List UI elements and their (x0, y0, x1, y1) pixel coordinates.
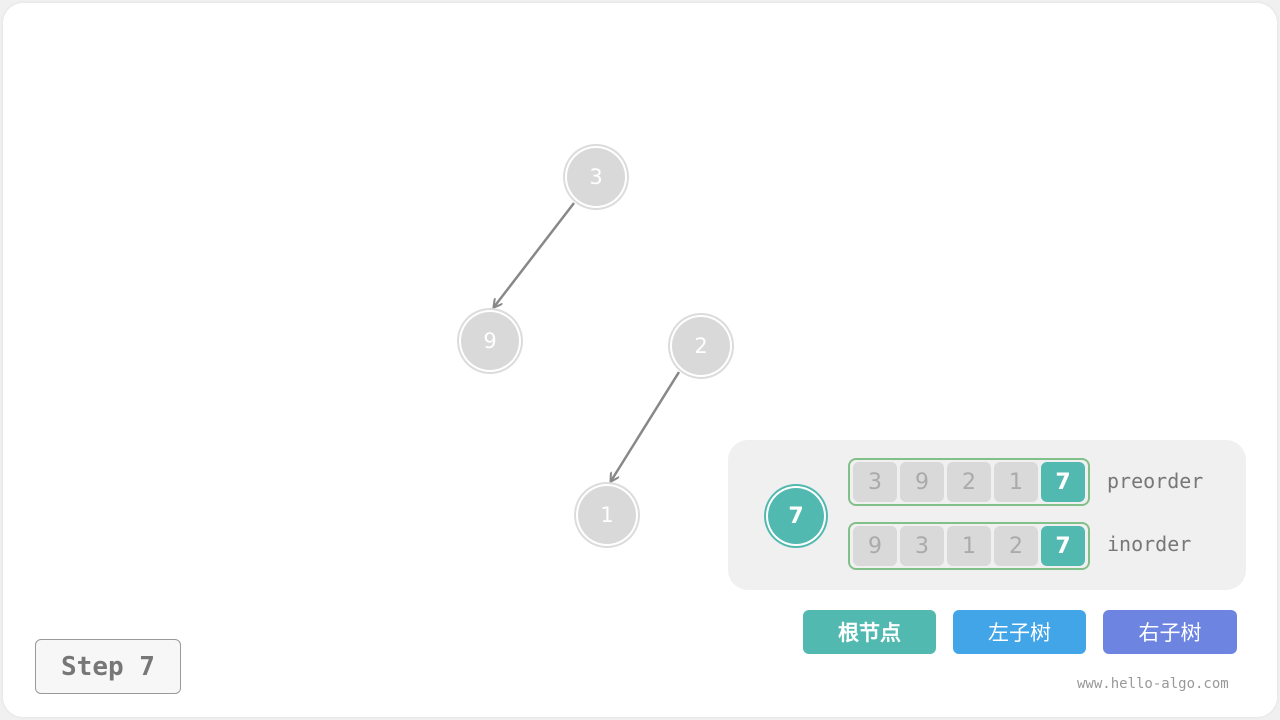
node-value: 1 (600, 503, 614, 527)
current-root-node: 7 (768, 488, 824, 544)
node-value: 3 (589, 165, 603, 189)
tree-node-1: 1 (578, 486, 636, 544)
legend-left-subtree: 左子树 (953, 610, 1086, 654)
preorder-cell: 2 (947, 462, 991, 502)
inorder-cell: 2 (994, 526, 1038, 566)
preorder-cell: 3 (853, 462, 897, 502)
node-value: 9 (483, 329, 497, 353)
preorder-cell: 9 (900, 462, 944, 502)
tree-node-9: 9 (461, 312, 519, 370)
preorder-label: preorder (1107, 469, 1204, 493)
inorder-array: 9 3 1 2 7 (848, 522, 1090, 570)
inorder-cell: 1 (947, 526, 991, 566)
preorder-cell: 1 (994, 462, 1038, 502)
tree-node-2: 2 (672, 317, 730, 375)
legend-right-subtree: 右子树 (1103, 610, 1237, 654)
root-value: 7 (788, 503, 804, 529)
inorder-cell-highlighted: 7 (1041, 526, 1085, 566)
diagram-canvas (3, 3, 1277, 717)
watermark: www.hello-algo.com (1077, 676, 1229, 692)
inorder-cell: 9 (853, 526, 897, 566)
preorder-array: 3 9 2 1 7 (848, 458, 1090, 506)
inorder-label: inorder (1107, 532, 1192, 556)
edge-2-to-1 (611, 371, 681, 481)
inorder-cell: 3 (900, 526, 944, 566)
node-value: 2 (694, 334, 708, 358)
legend-root-node: 根节点 (803, 610, 936, 654)
step-indicator: Step 7 (35, 639, 181, 694)
tree-node-3: 3 (567, 148, 625, 206)
edge-3-to-9 (494, 202, 575, 307)
preorder-cell-highlighted: 7 (1041, 462, 1085, 502)
